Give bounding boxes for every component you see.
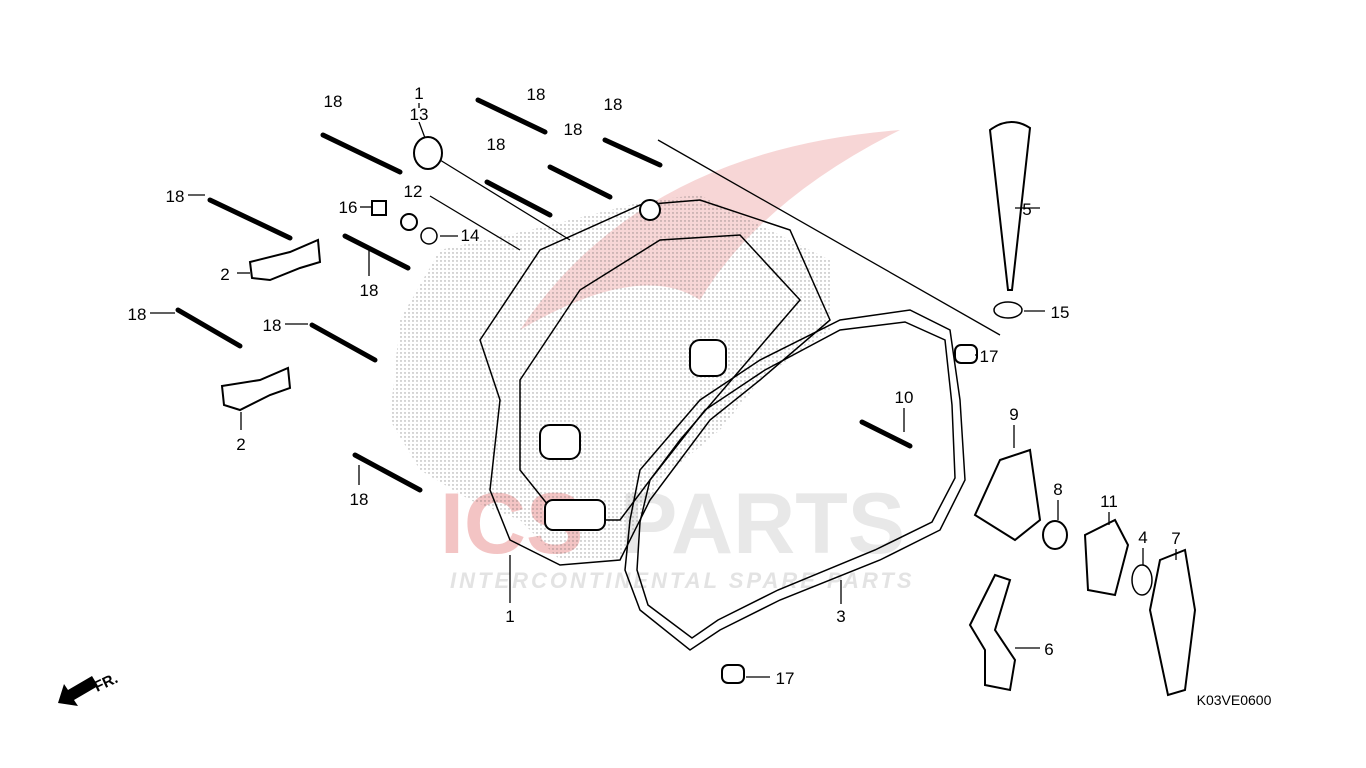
callout: 14: [461, 226, 480, 245]
callout: 13: [410, 105, 429, 124]
plate-7: [1148, 548, 1197, 697]
callout: 9: [1009, 405, 1018, 424]
callout: 6: [1044, 640, 1053, 659]
callout: 17: [776, 669, 795, 688]
washer-12: [400, 213, 418, 231]
callout: 12: [404, 182, 423, 201]
o-ring-14: [420, 227, 438, 245]
callout: 18: [527, 85, 546, 104]
right-crankcase-cover: [390, 195, 831, 566]
callout: 7: [1171, 529, 1180, 548]
callout: 2: [236, 435, 245, 454]
bolts: [175, 97, 913, 493]
dowel-17a: [954, 344, 978, 364]
clamp-2a: [248, 238, 322, 282]
callout: 18: [350, 490, 369, 509]
watermark-tagline: INTERCONTINENTAL SPARE PARTS: [450, 568, 915, 593]
lifter-9: [973, 448, 1042, 542]
leader-lines: [150, 103, 1177, 678]
diagram-code: K03VE0600: [1197, 692, 1272, 708]
small-parts: [220, 121, 1197, 697]
o-ring-15: [993, 301, 1023, 319]
callout: 10: [895, 388, 914, 407]
front-label: FR.: [92, 670, 121, 696]
callout: 3: [836, 607, 845, 626]
arrow-icon: [58, 676, 98, 706]
callout: 18: [128, 305, 147, 324]
callout: 17: [980, 347, 999, 366]
callout: 18: [487, 135, 506, 154]
oil-dipstick-5: [988, 121, 1032, 291]
callout: 1: [505, 607, 514, 626]
gasket: [624, 309, 966, 651]
callout: 15: [1051, 303, 1070, 322]
front-direction-indicator: FR.: [58, 670, 121, 706]
callout: 5: [1022, 200, 1031, 219]
collar-8: [1042, 520, 1068, 550]
callout: 16: [339, 198, 358, 217]
callout: 18: [324, 92, 343, 111]
oil-seal-13: [413, 136, 443, 170]
callout: 18: [263, 316, 282, 335]
callout: 18: [166, 187, 185, 206]
dowel-17b: [721, 664, 745, 684]
callout: 18: [604, 95, 623, 114]
callout: 4: [1138, 528, 1147, 547]
callout: 2: [220, 265, 229, 284]
plate-11: [1083, 518, 1130, 597]
callouts: 1 13 12 16 14 18 18 18 18 18 18 18 18 18…: [128, 84, 1181, 688]
arm-6: [968, 573, 1017, 692]
callout: 18: [564, 120, 583, 139]
watermark-brand-rest: PARTS: [620, 476, 905, 572]
callout: 11: [1100, 492, 1118, 511]
callout: 18: [360, 281, 379, 300]
nut-16: [371, 200, 387, 216]
callout: 1: [414, 84, 423, 103]
clamp-2b: [220, 366, 292, 412]
circlip-4: [1131, 564, 1153, 596]
callout: 8: [1053, 480, 1062, 499]
